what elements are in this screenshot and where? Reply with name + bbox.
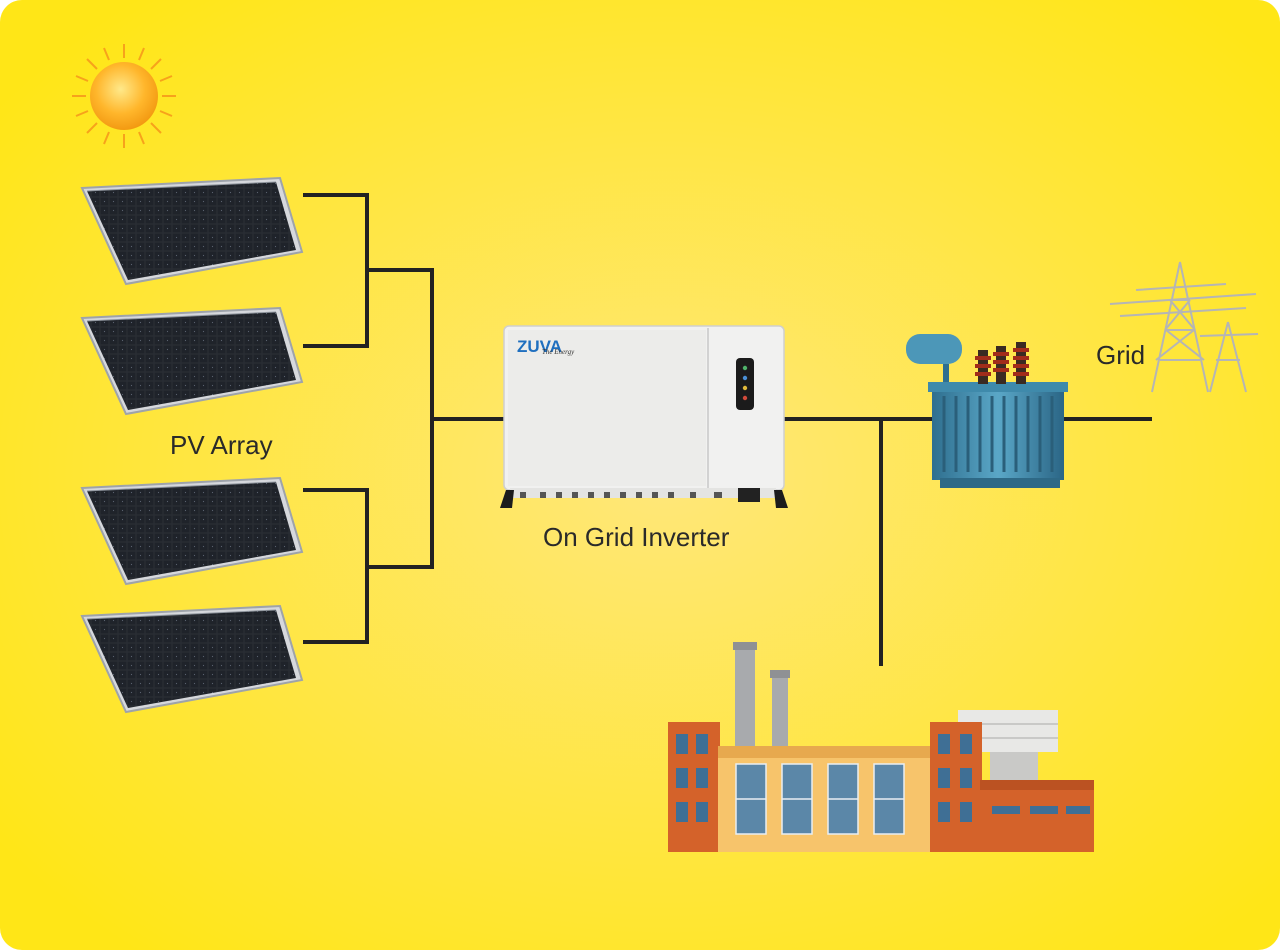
inverter-icon: ZUVA The Energy [500, 325, 788, 508]
inverter-brand-name: ZUVA [517, 337, 562, 356]
inverter-label: On Grid Inverter [543, 522, 730, 552]
transformer-icon [906, 334, 1068, 488]
inverter-brand-tagline: The Energy [542, 348, 575, 356]
sun-icon [72, 44, 176, 148]
pv-array-label: PV Array [170, 430, 273, 460]
dc-wiring [303, 193, 504, 644]
factory-icon [668, 642, 1094, 852]
power-tower-icon [1109, 261, 1259, 393]
grid-label: Grid [1096, 340, 1146, 370]
